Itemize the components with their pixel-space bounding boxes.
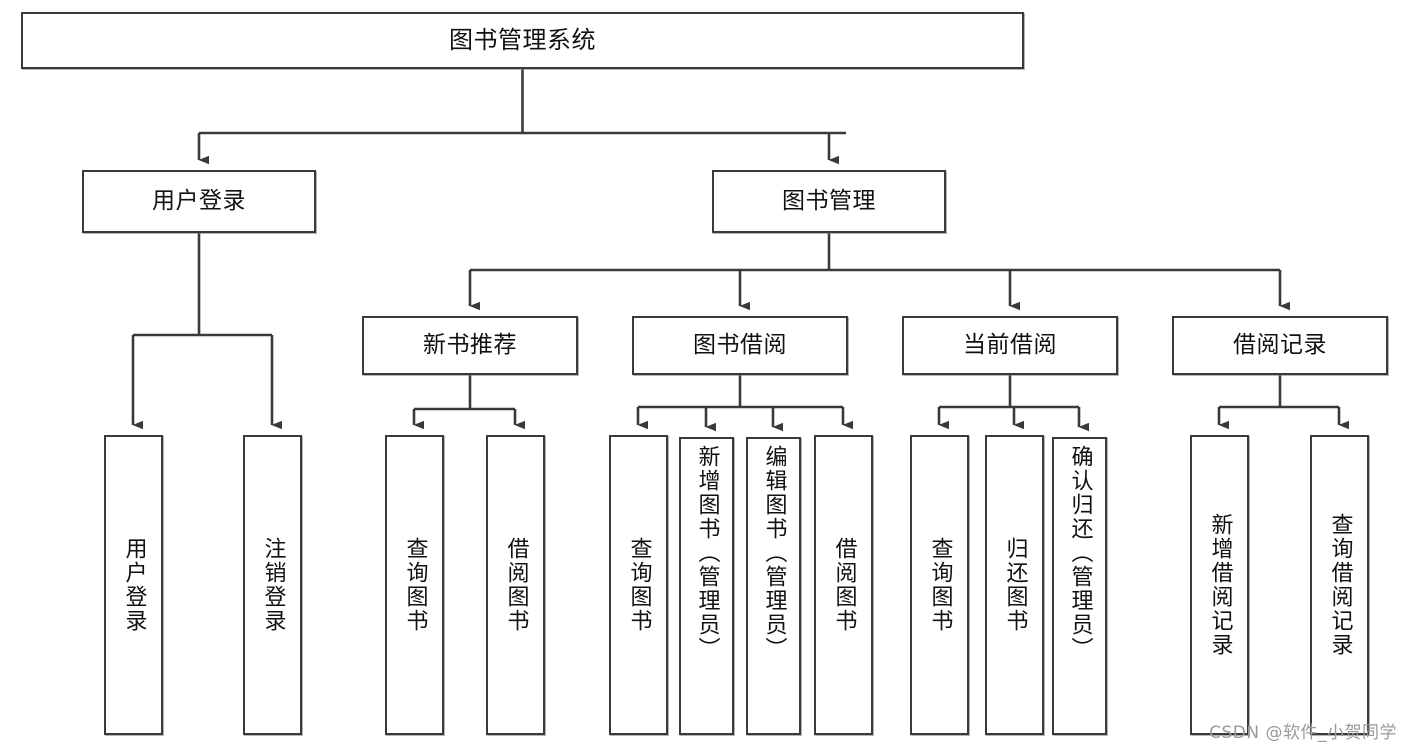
node-label: 当前借阅 — [963, 331, 1057, 358]
leaf-bb-edit-book-admin[interactable]: 编辑图书（管理员） — [746, 437, 801, 735]
leaf-cb-confirm-return-admin[interactable]: 确认归还（管理员） — [1052, 437, 1107, 735]
node-label: 新书推荐 — [423, 331, 517, 358]
node-label: 图书借阅 — [693, 331, 787, 358]
node-label: 借阅图书 — [831, 537, 857, 633]
node-borrow-record[interactable]: 借阅记录 — [1172, 316, 1388, 375]
csdn-watermark: CSDN @软件_小贺同学 — [1209, 723, 1397, 743]
leaf-nbr-borrow-book[interactable]: 借阅图书 — [486, 435, 545, 735]
leaf-logout[interactable]: 注销登录 — [243, 435, 302, 735]
node-root-system[interactable]: 图书管理系统 — [21, 12, 1024, 69]
node-label: 新增图书（管理员） — [694, 445, 720, 661]
node-user-login[interactable]: 用户登录 — [82, 170, 316, 233]
node-book-management[interactable]: 图书管理 — [712, 170, 946, 233]
node-label: 图书管理 — [782, 187, 876, 214]
node-label: 归还图书 — [1002, 537, 1028, 633]
node-label: 编辑图书（管理员） — [761, 445, 787, 661]
node-label: 确认归还（管理员） — [1067, 445, 1093, 661]
node-new-book-recommend[interactable]: 新书推荐 — [362, 316, 578, 375]
leaf-bb-add-book-admin[interactable]: 新增图书（管理员） — [679, 437, 734, 735]
node-label: 用户登录 — [121, 537, 147, 633]
leaf-cb-return-book[interactable]: 归还图书 — [985, 435, 1044, 735]
node-label: 查询图书 — [927, 537, 953, 633]
node-label: 查询图书 — [402, 537, 428, 633]
node-label: 借阅记录 — [1233, 331, 1327, 358]
node-label: 用户登录 — [152, 187, 246, 214]
leaf-bb-borrow-book[interactable]: 借阅图书 — [814, 435, 873, 735]
leaf-br-query-record[interactable]: 查询借阅记录 — [1310, 435, 1369, 735]
leaf-nbr-query-book[interactable]: 查询图书 — [385, 435, 444, 735]
node-label: 注销登录 — [260, 537, 286, 633]
node-label: 借阅图书 — [503, 537, 529, 633]
leaf-bb-query-book[interactable]: 查询图书 — [609, 435, 668, 735]
node-book-borrow[interactable]: 图书借阅 — [632, 316, 848, 375]
leaf-br-add-record[interactable]: 新增借阅记录 — [1190, 435, 1249, 735]
leaf-user-login[interactable]: 用户登录 — [104, 435, 163, 735]
leaf-cb-query-book[interactable]: 查询图书 — [910, 435, 969, 735]
node-label: 图书管理系统 — [449, 26, 596, 55]
node-label: 查询借阅记录 — [1327, 513, 1353, 657]
node-current-borrow[interactable]: 当前借阅 — [902, 316, 1118, 375]
node-label: 新增借阅记录 — [1207, 513, 1233, 657]
node-label: 查询图书 — [626, 537, 652, 633]
